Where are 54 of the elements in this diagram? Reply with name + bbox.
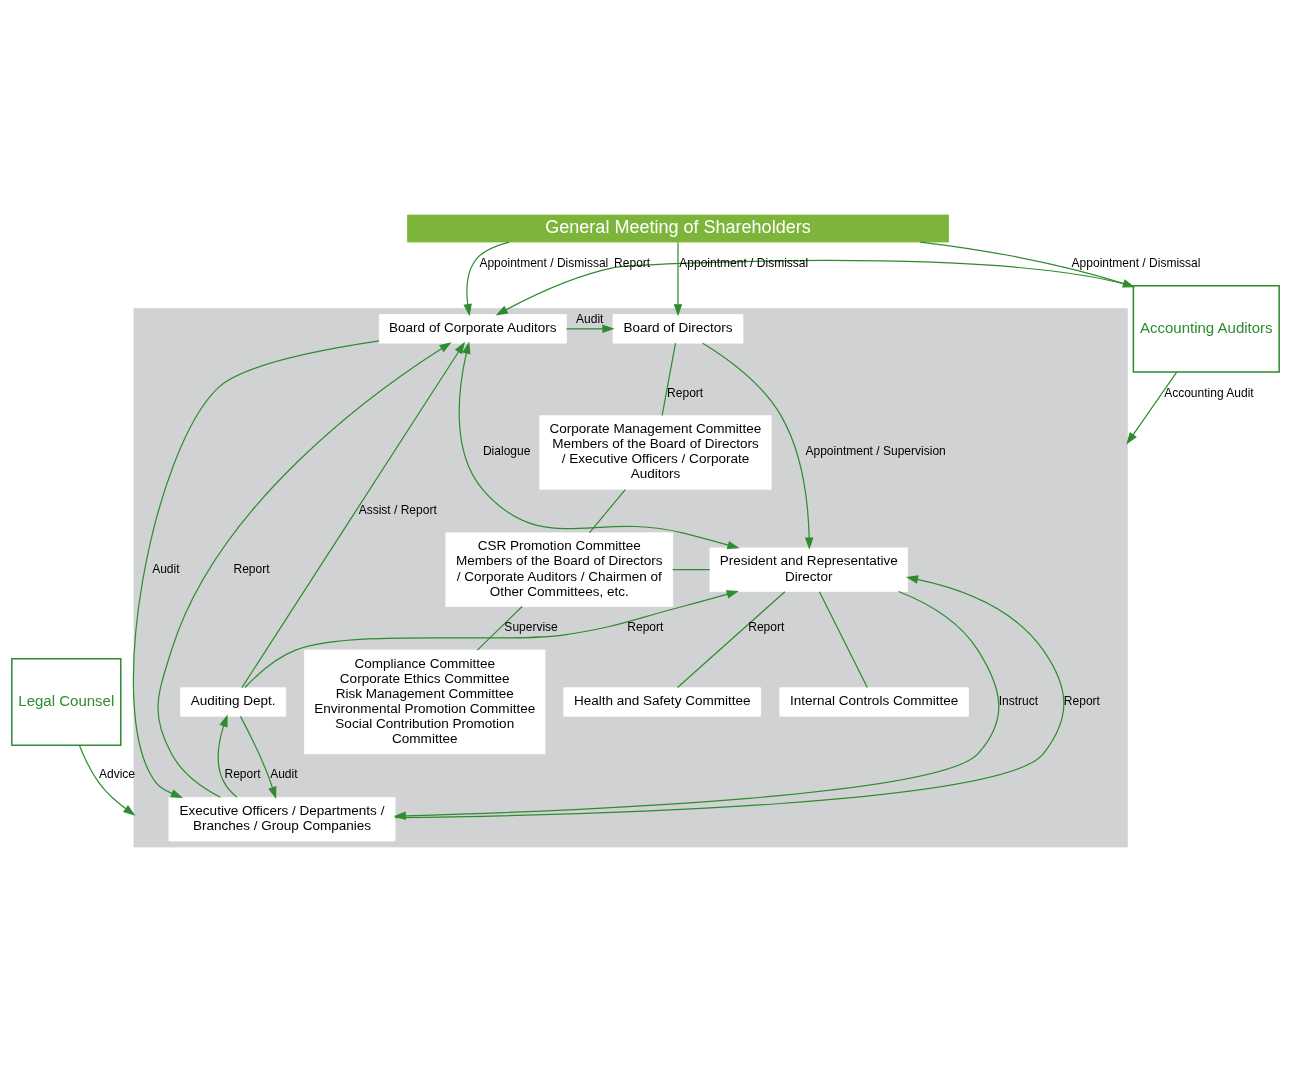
- edge-label: Assist / Report: [358, 502, 437, 517]
- arrow: [78, 744, 136, 816]
- arrow: [673, 241, 683, 317]
- arrow: [458, 341, 740, 550]
- edge-label: Report: [224, 767, 261, 782]
- connector: [818, 591, 868, 689]
- node-box: CSR Promotion Committee Members of the Board of Directors / Corporate Auditors / Chairmen of Other Committees, etc.: [445, 532, 674, 607]
- connector: [676, 591, 786, 689]
- node-box: Compliance Committee Corporate Ethics Committee Risk Management Committee Environmental Promotion Committee Social Contribution Promotion Committee: [304, 649, 546, 755]
- node-box: Auditing Dept.: [180, 687, 287, 717]
- arrow: [463, 241, 510, 317]
- connector: [661, 342, 677, 417]
- arrow: [702, 342, 814, 550]
- edge-label: Supervise: [504, 620, 558, 635]
- arrow: [244, 590, 739, 689]
- connector: [588, 488, 626, 534]
- arrow: [394, 575, 1065, 819]
- edge-label: Report: [627, 620, 664, 635]
- arrow: [241, 341, 466, 689]
- arrow: [919, 241, 1135, 288]
- node-box: Board of Directors: [612, 314, 744, 344]
- node-box: Legal Counsel: [11, 658, 122, 746]
- edge-label: Appointment / Dismissal: [479, 255, 609, 270]
- arrow: [495, 259, 1134, 316]
- arrow: [1126, 371, 1178, 445]
- edge-label: Report: [1063, 693, 1100, 708]
- arrow: [239, 715, 277, 799]
- edge-label: Audit: [270, 767, 298, 782]
- node-box: Health and Safety Committee: [563, 687, 762, 717]
- edge-label: Dialogue: [482, 444, 531, 459]
- node-box: Internal Controls Committee: [779, 687, 969, 717]
- arrow: [133, 340, 380, 798]
- node-box: General Meeting of Shareholders: [407, 214, 949, 243]
- edge-label: Appointment / Supervision: [805, 444, 946, 459]
- arrow: [393, 590, 1000, 821]
- edge-label: Advice: [99, 767, 136, 782]
- edge-label: Instruct: [998, 693, 1039, 708]
- edge-label: Report: [233, 561, 270, 576]
- edge-label: Audit: [152, 561, 180, 576]
- node-box: Executive Officers / Departments / Branches / Group Companies: [168, 797, 396, 842]
- edge-label: Appointment / Dismissal: [1071, 255, 1201, 270]
- edge-label: Audit: [576, 311, 604, 326]
- node-box: Board of Corporate Auditors: [378, 314, 567, 344]
- arrow: [217, 714, 238, 798]
- edge-label: Report: [667, 385, 704, 400]
- node-box: Corporate Management Committee Members of the Board of Directors / Executive Officers / Corporate Auditors: [539, 415, 772, 490]
- connector: [476, 605, 523, 651]
- edge-label: Report: [748, 620, 785, 635]
- connector: [672, 569, 711, 571]
- arrow: [157, 342, 452, 798]
- node-box: Accounting Auditors: [1132, 284, 1280, 373]
- arrow: [565, 324, 615, 334]
- node-box: President and Representative Director: [709, 547, 908, 592]
- edge-label: Accounting Audit: [1164, 385, 1254, 400]
